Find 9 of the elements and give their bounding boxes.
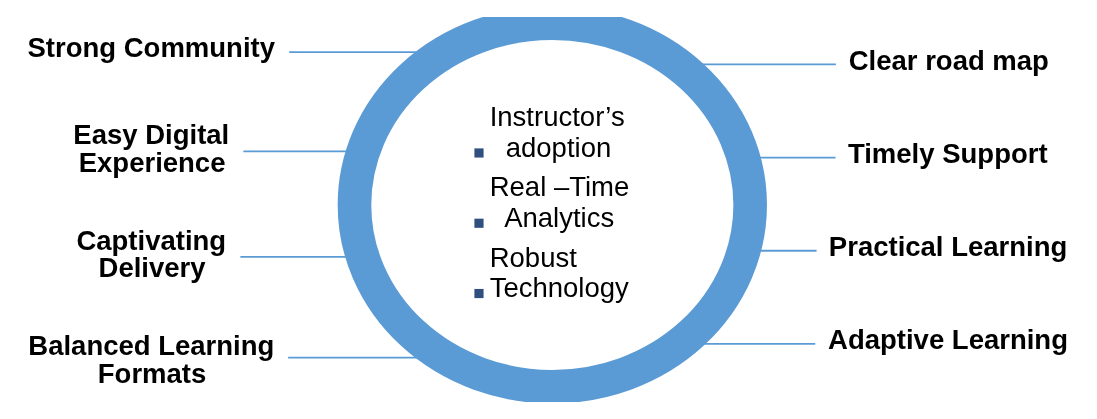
- node-text: Timely Support: [847, 137, 1048, 169]
- node-text: Practical Learning: [828, 230, 1068, 262]
- node-text: Captivating Delivery: [76, 224, 227, 284]
- node-text: Strong Community: [27, 32, 276, 64]
- node-text: Clear road map: [848, 44, 1049, 76]
- node-text: Adaptive Learning: [828, 324, 1068, 356]
- node-text: Balanced Learning Formats: [28, 330, 275, 389]
- node-text: Easy Digital Experience: [73, 119, 230, 178]
- node-circle: Instructor’s adoption Real –Time Analytics Robust Technology: [337, 17, 767, 402]
